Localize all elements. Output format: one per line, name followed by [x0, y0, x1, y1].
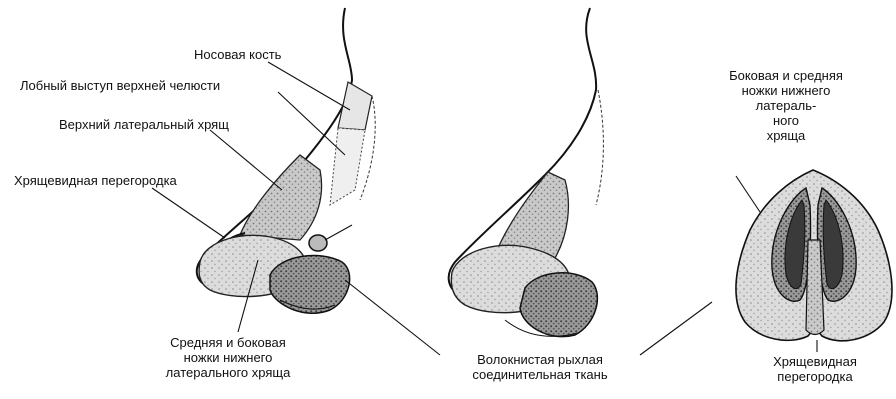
right-nose-drawing — [736, 170, 892, 341]
middle-nose-drawing — [449, 8, 604, 337]
leader-nasal-bone — [268, 62, 350, 110]
label-frontal-process: Лобный выступ верхней челюсти — [20, 78, 220, 93]
middle-fibrous-tissue — [520, 273, 597, 337]
middle-dorsum-texture — [596, 90, 603, 205]
leader-fibrous-left — [345, 280, 440, 355]
label-septal-cartilage-right: Хрящевидная перегородка — [740, 354, 890, 384]
left-sesamoid — [309, 235, 327, 251]
leader-fibrous-right — [640, 302, 712, 355]
leader-sesamoid — [325, 225, 352, 240]
label-lateral-middle-crura-right: Боковая и средняя ножки нижнего латераль… — [696, 68, 876, 143]
label-nasal-bone: Носовая кость — [194, 47, 281, 62]
label-septal-cartilage: Хрящевидная перегородка — [14, 173, 177, 188]
left-fibrous-tissue — [270, 256, 350, 314]
left-frontal-process — [330, 128, 365, 205]
leader-upper-lateral — [210, 130, 282, 190]
left-upper-lateral-cartilage — [240, 155, 322, 240]
label-middle-lateral-crura: Средняя и боковая ножки нижнего латераль… — [118, 335, 338, 380]
label-upper-lateral-cartilage: Верхний латеральный хрящ — [59, 117, 229, 132]
leader-septal — [152, 188, 225, 238]
label-fibrous-tissue: Волокнистая рыхлая соединительная ткань — [440, 352, 640, 382]
leader-lateral-middle-right — [736, 176, 760, 212]
